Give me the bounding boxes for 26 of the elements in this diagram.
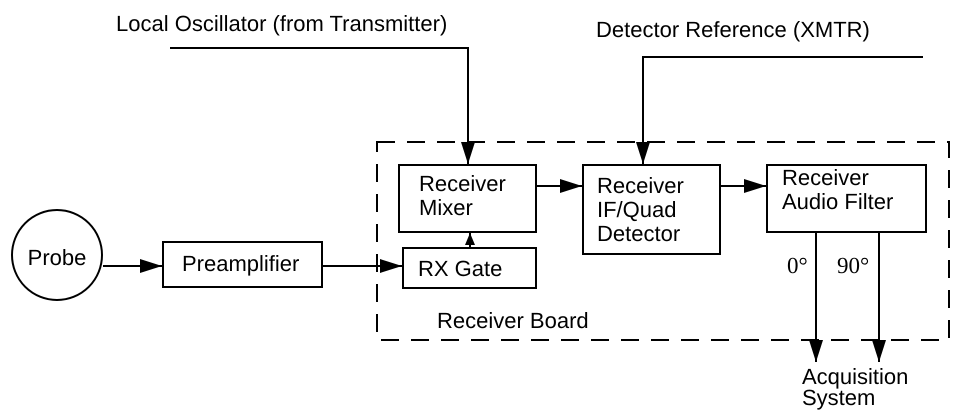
arrow [537, 179, 582, 193]
process-box [766, 164, 927, 233]
arrow [170, 47, 475, 164]
process-box [398, 164, 537, 233]
arrow [721, 179, 766, 193]
arrow [323, 259, 402, 273]
arrow [465, 233, 475, 247]
process-box [582, 164, 721, 255]
probe-circle [11, 209, 103, 301]
block-label: Probe [26, 246, 88, 270]
process-box [162, 241, 323, 288]
block-label: Receiver IF/Quad Detector [597, 174, 685, 246]
block-label: Preamplifier [182, 252, 300, 276]
signal-name: Acquisition System [802, 366, 910, 408]
arrow [872, 233, 886, 362]
arrow [103, 259, 162, 273]
board-outline [376, 141, 950, 341]
process-box [402, 247, 537, 289]
signal-name: Local Oscillator (from Transmitter) [116, 12, 448, 36]
board-label: Receiver Board [437, 309, 589, 333]
signal-name: Detector Reference (XMTR) [596, 18, 870, 42]
arrow [636, 56, 923, 164]
block-label: Receiver Audio Filter [782, 166, 894, 214]
block-label: Receiver Mixer [419, 172, 507, 220]
block-label: RX Gate [418, 257, 502, 281]
arrow [809, 233, 823, 362]
